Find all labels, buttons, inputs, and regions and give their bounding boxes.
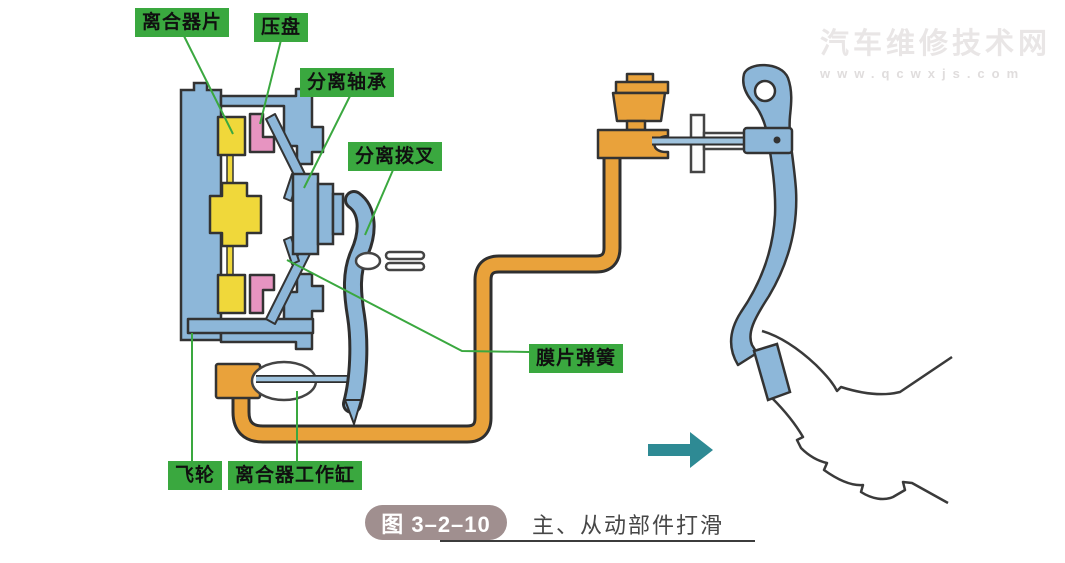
release-bearing-shape bbox=[291, 172, 345, 256]
label-flywheel: 飞轮 bbox=[168, 461, 223, 490]
clutch-disc-shape bbox=[208, 115, 263, 315]
pedal-shape bbox=[729, 63, 798, 402]
direction-arrow-icon bbox=[648, 432, 713, 468]
label-release-bearing: 分离轴承 bbox=[300, 68, 395, 97]
clevis-pin bbox=[773, 136, 781, 144]
flywheel-shape bbox=[179, 81, 223, 342]
label-working-cylinder: 离合器工作缸 bbox=[228, 461, 363, 490]
label-release-fork: 分离拨叉 bbox=[348, 142, 443, 171]
hydraulic-pipe bbox=[231, 152, 622, 444]
leader-diaphragm-spring bbox=[286, 259, 530, 353]
label-diaphragm-spring: 膜片弹簧 bbox=[529, 344, 624, 373]
pressure-plate-shape bbox=[248, 112, 276, 315]
figure-number-badge: 图 3–2–10 bbox=[365, 505, 507, 540]
fork-pivot-shape bbox=[354, 250, 426, 272]
reservoir-shape bbox=[611, 72, 670, 132]
watermark-site-name: 汽车维修技术网 bbox=[820, 28, 1052, 60]
label-pressure-plate: 压盘 bbox=[254, 13, 309, 42]
leader-lines bbox=[183, 35, 530, 461]
watermark-site-url: www.qcwxjs.com bbox=[820, 66, 1026, 81]
leader-release-fork bbox=[364, 169, 394, 236]
caption-underline bbox=[440, 540, 755, 542]
pedal-pivot-hole bbox=[753, 79, 777, 103]
release-fork-shape bbox=[342, 190, 376, 428]
leader-clutch-disc bbox=[183, 35, 234, 135]
figure-caption: 主、从动部件打滑 bbox=[532, 513, 725, 538]
pedal-clevis bbox=[742, 126, 794, 155]
master-cylinder-shape bbox=[596, 128, 670, 160]
foot-outline bbox=[761, 329, 953, 505]
leader-release-bearing bbox=[303, 95, 351, 189]
pedal-pad-shape bbox=[752, 342, 792, 402]
label-clutch-disc: 离合器片 bbox=[135, 8, 230, 37]
site-watermark: 汽车维修技术网 www.qcwxjs.com bbox=[820, 20, 1065, 81]
leader-pressure-plate bbox=[259, 39, 282, 125]
